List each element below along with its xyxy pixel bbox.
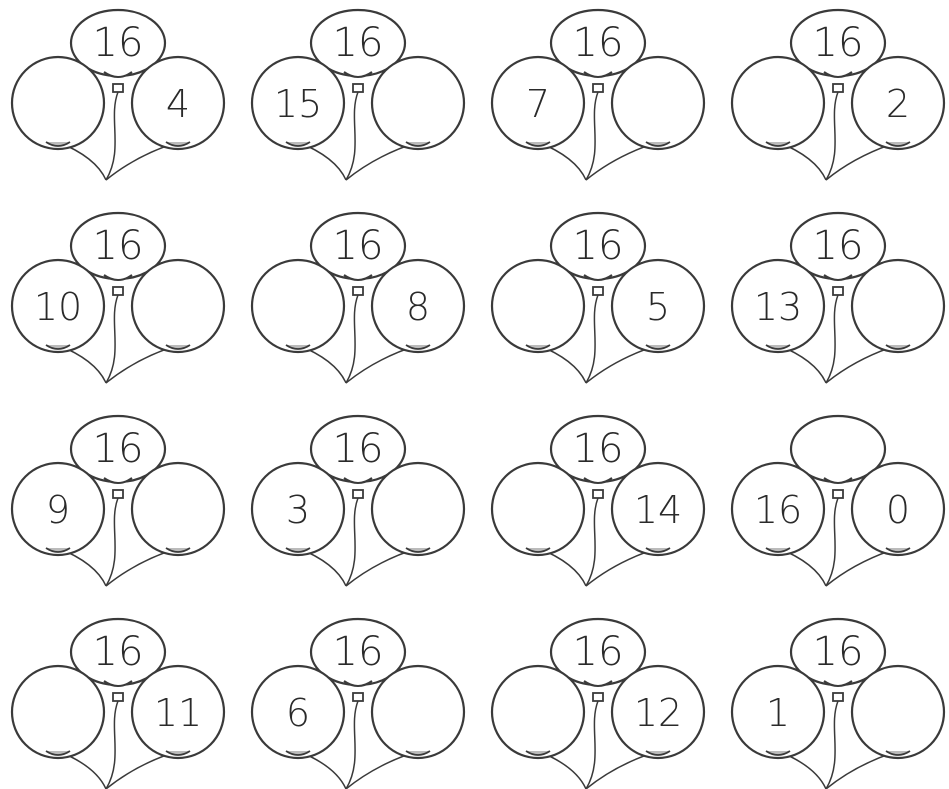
balloon-string xyxy=(346,498,358,586)
top-balloon-number: 16 xyxy=(573,629,624,675)
balloon-group: 16 9 xyxy=(12,416,224,586)
left-balloon-number: 16 xyxy=(754,488,802,532)
balloon-string xyxy=(106,295,118,383)
balloon-string xyxy=(826,701,838,789)
top-balloon-number: 16 xyxy=(333,223,384,269)
balloon-string xyxy=(346,295,358,383)
left-balloon xyxy=(492,260,584,352)
balloon-group: 16 7 xyxy=(492,10,704,180)
balloon-group: 16 2 xyxy=(732,10,944,180)
top-balloon-number: 16 xyxy=(573,426,624,472)
left-balloon xyxy=(732,57,824,149)
balloon-knot xyxy=(593,490,603,498)
right-balloon-number: 2 xyxy=(886,82,910,126)
balloon-group: 1610 xyxy=(12,213,224,383)
right-balloon xyxy=(372,666,464,758)
top-balloon-number: 16 xyxy=(573,223,624,269)
left-balloon-number: 6 xyxy=(286,691,310,735)
balloon-knot xyxy=(113,84,123,92)
balloon-string xyxy=(586,92,598,180)
balloon-knot xyxy=(353,287,363,295)
balloon-knot xyxy=(833,693,843,701)
balloon-string xyxy=(106,701,118,789)
balloon-string xyxy=(586,295,598,383)
right-balloon-number: 12 xyxy=(634,691,682,735)
top-balloon-number: 16 xyxy=(93,426,144,472)
left-balloon-number: 13 xyxy=(754,285,802,329)
balloon-knot xyxy=(113,693,123,701)
balloon-knot xyxy=(593,287,603,295)
left-balloon-number: 3 xyxy=(286,488,310,532)
right-balloon-number: 8 xyxy=(406,285,430,329)
balloon-knot xyxy=(353,693,363,701)
balloon-knot xyxy=(833,287,843,295)
balloon-knot xyxy=(353,490,363,498)
top-balloon-number: 16 xyxy=(333,629,384,675)
balloon-group: 1612 xyxy=(492,619,704,789)
left-balloon-number: 1 xyxy=(766,691,790,735)
left-balloon-number: 15 xyxy=(274,82,322,126)
balloon-knot xyxy=(833,84,843,92)
balloon-group: 16 5 xyxy=(492,213,704,383)
right-balloon-number: 5 xyxy=(646,285,670,329)
balloon-knot xyxy=(593,693,603,701)
balloon-string xyxy=(826,498,838,586)
top-balloon-number: 16 xyxy=(93,629,144,675)
top-balloon-number: 16 xyxy=(93,223,144,269)
right-balloon xyxy=(852,260,944,352)
left-balloon xyxy=(12,666,104,758)
top-balloon-number: 16 xyxy=(333,20,384,66)
top-balloon-number: 16 xyxy=(813,629,864,675)
top-balloon-number: 16 xyxy=(573,20,624,66)
right-balloon xyxy=(372,463,464,555)
balloon-group: 16 1 xyxy=(732,619,944,789)
balloon-knot xyxy=(593,84,603,92)
right-balloon xyxy=(132,260,224,352)
top-balloon-number: 16 xyxy=(813,20,864,66)
right-balloon xyxy=(132,463,224,555)
balloon-string xyxy=(826,295,838,383)
balloon-knot xyxy=(353,84,363,92)
balloon-string xyxy=(106,498,118,586)
left-balloon-number: 9 xyxy=(46,488,70,532)
balloon-group: 16 8 xyxy=(252,213,464,383)
top-balloon-number: 16 xyxy=(333,426,384,472)
balloon-knot xyxy=(113,490,123,498)
right-balloon-number: 14 xyxy=(634,488,682,532)
right-balloon-number: 0 xyxy=(886,488,910,532)
left-balloon-number: 7 xyxy=(526,82,550,126)
balloon-string xyxy=(346,701,358,789)
top-balloon-number: 16 xyxy=(813,223,864,269)
balloon-string xyxy=(586,498,598,586)
right-balloon-number: 11 xyxy=(154,691,202,735)
balloon-group: 1615 xyxy=(252,10,464,180)
right-balloon-number: 4 xyxy=(166,82,190,126)
top-balloon-number: 16 xyxy=(93,20,144,66)
balloon-string xyxy=(586,701,598,789)
balloon-group: 16 4 xyxy=(12,10,224,180)
balloon-group: 16 6 xyxy=(252,619,464,789)
left-balloon xyxy=(492,666,584,758)
balloon-group: 16 3 xyxy=(252,416,464,586)
balloon-string xyxy=(346,92,358,180)
left-balloon xyxy=(252,260,344,352)
right-balloon xyxy=(612,57,704,149)
balloon-group: 16 0 xyxy=(732,416,944,586)
balloon-string xyxy=(826,92,838,180)
balloon-knot xyxy=(833,490,843,498)
left-balloon xyxy=(492,463,584,555)
left-balloon-number: 10 xyxy=(34,285,82,329)
left-balloon xyxy=(12,57,104,149)
right-balloon xyxy=(372,57,464,149)
balloon-knot xyxy=(113,287,123,295)
balloon-string xyxy=(106,92,118,180)
right-balloon xyxy=(852,666,944,758)
